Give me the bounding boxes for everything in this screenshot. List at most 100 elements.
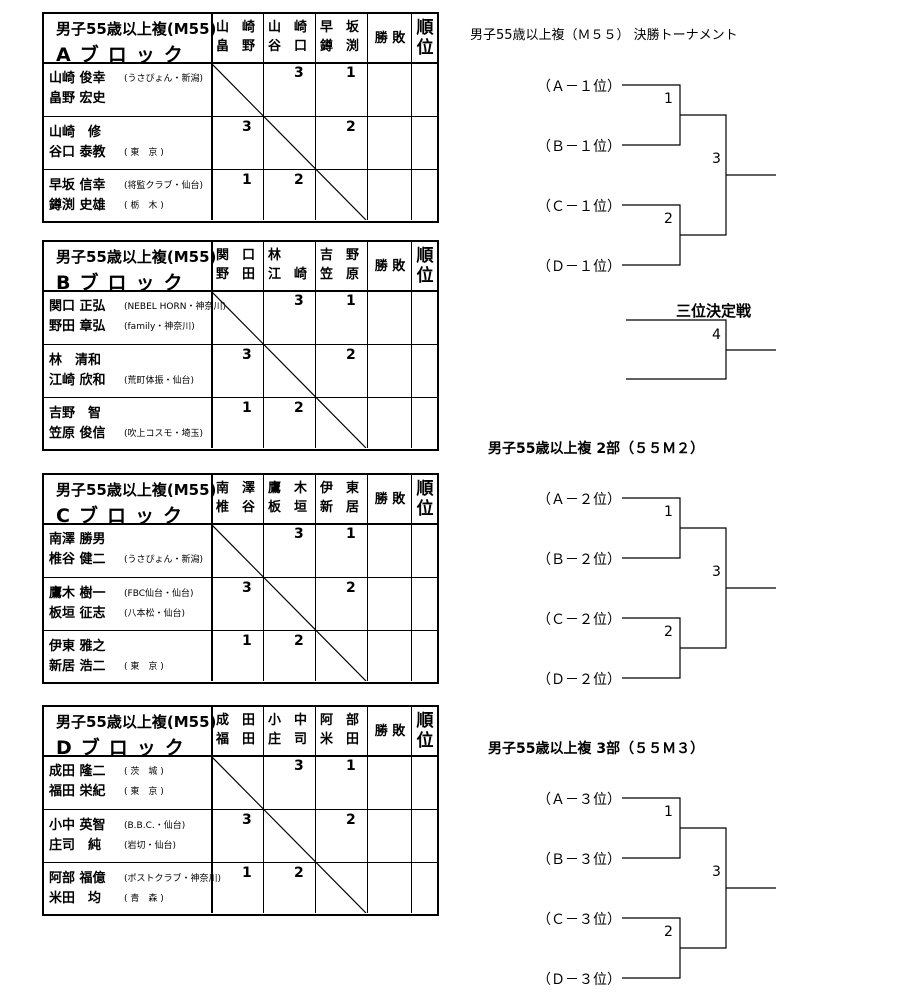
opponent-name-2: 鐏 渕 (320, 39, 360, 54)
grid-hline (44, 523, 437, 525)
player-name-1: 山崎 俊幸 (49, 71, 106, 86)
player-name-1: 林 清和 (49, 353, 102, 368)
seed-label: （Ｃ－２位） (537, 612, 621, 628)
opponent-name-1: 鷹 木 (268, 481, 308, 496)
block-a: 男子55歳以上複(M55) Aブロック 山 崎 畠 野 山 崎 谷 口 早 坂 … (42, 12, 439, 223)
player-name-1: 山崎 修 (49, 125, 102, 140)
player-name-2: 野田 章弘 (49, 319, 106, 334)
player-name-2: 板垣 征志 (49, 606, 106, 621)
rank-header: 順 位 (412, 707, 438, 755)
player-row: 鷹木 樹一 (FBC仙台・仙台) 板垣 征志 (八本松・仙台) (44, 579, 210, 631)
rank-header: 順 位 (412, 242, 438, 290)
win-loss-header: 勝 敗 (374, 259, 406, 274)
opponent-header: 山 崎 畠 野 (212, 14, 264, 62)
grid-hline (44, 630, 437, 632)
seed-label: （Ａ－３位） (537, 792, 621, 808)
opponent-name-1: 阿 部 (320, 713, 360, 728)
block-c: 男子55歳以上複(M55) Cブロック 南 澤 椎 谷 鷹 木 板 垣 伊 東 … (42, 473, 439, 684)
opponent-name-1: 山 崎 (216, 20, 256, 35)
block-title-line1: 男子55歳以上複(M55) (56, 481, 217, 499)
opponent-name-2: 福 田 (216, 732, 256, 747)
diagonal-line (210, 290, 367, 448)
seed-label: （Ｄ－１位） (537, 259, 621, 275)
opponent-header: 関 口 野 田 (212, 242, 264, 290)
score: 1 (346, 65, 356, 81)
division2-title: 男子55歳以上複 2部（５５Ｍ２） (488, 441, 705, 457)
score: 2 (346, 119, 356, 135)
opponent-name-2: 笠 原 (320, 267, 360, 282)
rank-header: 順 位 (412, 14, 438, 62)
grid-hline (44, 397, 437, 399)
rank-header-2: 位 (416, 38, 434, 58)
player-name-2: 新居 浩二 (49, 659, 106, 674)
score: 2 (294, 633, 304, 649)
player-row: 林 清和 江崎 欣和 (荒町体振・仙台) (44, 346, 210, 398)
player-club-2: (family・神奈川) (124, 322, 195, 332)
score: 3 (242, 580, 252, 596)
block-title-line1: 男子55歳以上複(M55) (56, 20, 217, 38)
block-title: 男子55歳以上複(M55) Bブロック (44, 242, 216, 294)
player-name-1: 伊東 雅之 (49, 639, 106, 654)
player-name-1: 南澤 勝男 (49, 532, 106, 547)
score: 3 (294, 293, 304, 309)
score: 3 (242, 119, 252, 135)
score: 3 (242, 812, 252, 828)
rank-header-1: 順 (416, 711, 434, 731)
grid-hline (44, 169, 437, 171)
player-name-1: 鷹木 樹一 (49, 586, 106, 601)
player-row: 山崎 修 谷口 泰教 ( 東 京 ) (44, 118, 210, 170)
rank-header-1: 順 (416, 479, 434, 499)
grid-hline (44, 755, 437, 757)
player-row: 山崎 俊幸 (うさぴょん・新潟) 畠野 宏史 (44, 64, 210, 116)
player-name-2: 米田 均 (49, 891, 102, 906)
player-club-2: ( 東 京 ) (124, 662, 164, 672)
player-club-2: ( 栃 木 ) (124, 201, 164, 211)
opponent-header: 山 崎 谷 口 (264, 14, 316, 62)
division3-title: 男子55歳以上複 3部（５５Ｍ３） (488, 741, 705, 757)
block-title-line2: Cブロック (56, 505, 191, 527)
opponent-name-1: 伊 東 (320, 481, 360, 496)
player-name-1: 早坂 信幸 (49, 178, 106, 193)
opponent-name-1: 山 崎 (268, 20, 308, 35)
score: 2 (294, 865, 304, 881)
player-name-1: 小中 英智 (49, 818, 106, 833)
win-loss-header: 勝 敗 (374, 492, 406, 507)
player-name-1: 関口 正弘 (49, 299, 106, 314)
win-loss-header: 勝 敗 (374, 31, 406, 46)
match-number: 3 (712, 151, 721, 167)
diagonal-line (210, 755, 367, 913)
third-place-title: 三位決定戦 (676, 302, 752, 320)
opponent-header: 吉 野 笠 原 (316, 242, 368, 290)
player-club-1: (NEBEL HORN・神奈川) (124, 302, 227, 312)
seed-label: （Ｄ－２位） (537, 672, 621, 688)
score: 1 (242, 865, 252, 881)
opponent-name-1: 小 中 (268, 713, 308, 728)
player-club-1: (うさぴょん・新潟) (124, 74, 204, 84)
rank-header: 順 位 (412, 475, 438, 523)
player-name-2: 谷口 泰教 (49, 145, 106, 160)
seed-label: （Ｂ－２位） (537, 552, 621, 568)
diagonal-line (210, 62, 367, 220)
seed-label: （Ｃ－１位） (537, 199, 621, 215)
seed-label: （Ａ－１位） (537, 79, 621, 95)
opponent-name-1: 早 坂 (320, 20, 360, 35)
score: 1 (242, 400, 252, 416)
opponent-name-2: 江 崎 (268, 267, 308, 282)
player-name-2: 椎谷 健二 (49, 552, 106, 567)
player-row: 小中 英智 (B.B.C.・仙台) 庄司 純 (岩切・仙台) (44, 811, 210, 863)
player-name-2: 福田 栄紀 (49, 784, 106, 799)
player-club-2: (岩切・仙台) (124, 841, 177, 851)
player-name-2: 笠原 俊信 (49, 426, 106, 441)
opponent-header: 早 坂 鐏 渕 (316, 14, 368, 62)
player-name-1: 成田 隆二 (49, 764, 106, 779)
seed-label: （Ｄ－３位） (537, 972, 621, 988)
score: 3 (294, 758, 304, 774)
grid-hline (44, 577, 437, 579)
block-title-line1: 男子55歳以上複(M55) (56, 248, 217, 266)
player-name-2: 江崎 欣和 (49, 373, 106, 388)
opponent-name-2: 野 田 (216, 267, 256, 282)
block-title-line2: Aブロック (56, 44, 192, 66)
